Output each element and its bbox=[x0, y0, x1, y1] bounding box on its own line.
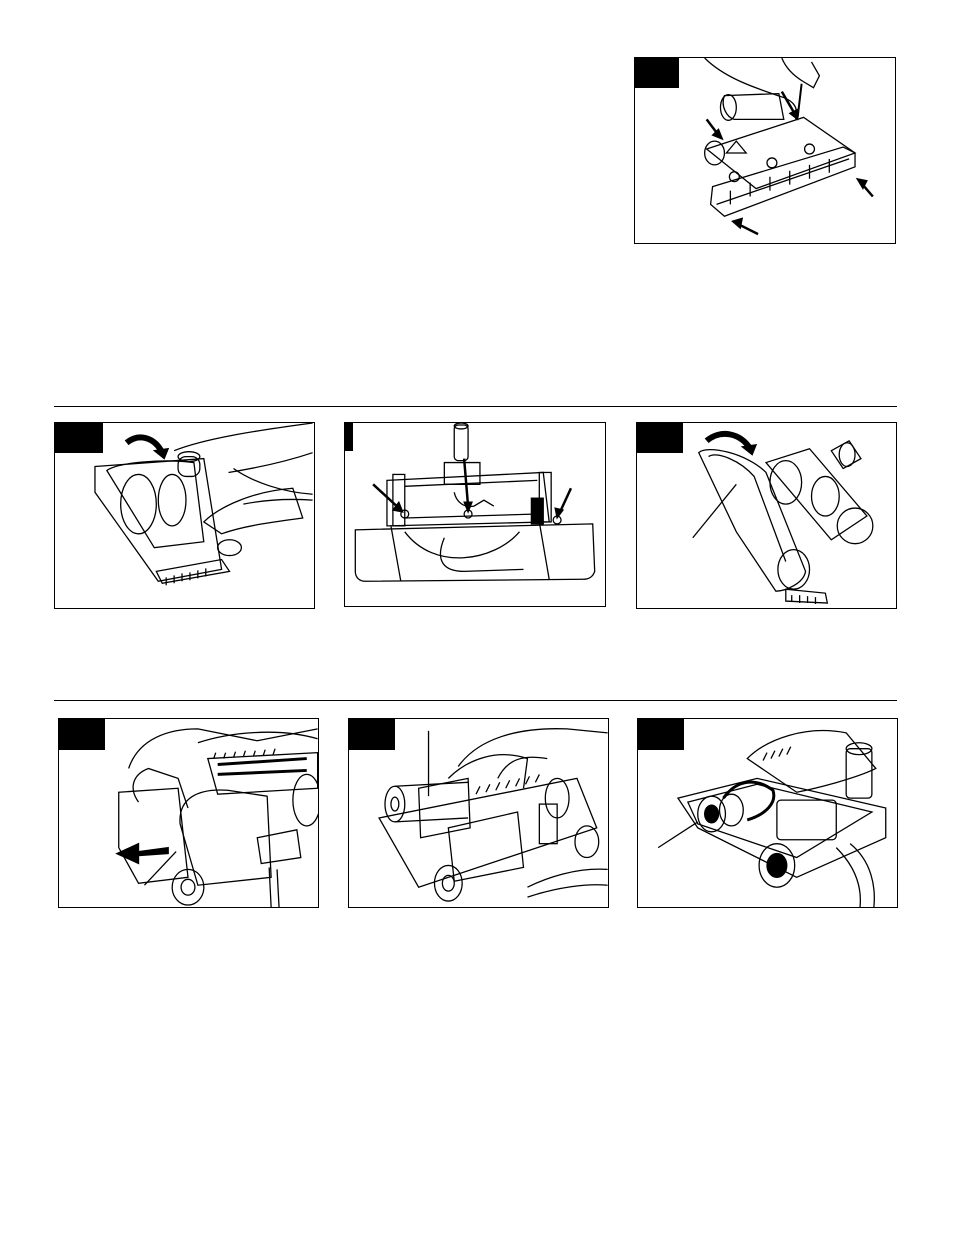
figure-screw-removal bbox=[634, 57, 896, 244]
pulling-brushroll-out-illustration bbox=[59, 719, 318, 907]
figure-lift-brushroll bbox=[348, 718, 609, 908]
installing-belt-on-pulley-illustration bbox=[638, 719, 897, 907]
section-divider bbox=[54, 406, 897, 407]
hand-lifting-hood-illustration bbox=[55, 423, 314, 608]
section-divider bbox=[54, 700, 897, 701]
figure-remove-hood bbox=[636, 422, 897, 609]
figure-lift-cover bbox=[54, 422, 315, 609]
figure-base-screws bbox=[344, 422, 606, 607]
screwdriver-removing-base-screws-illustration bbox=[635, 58, 895, 243]
nozzle-base-screws-illustration bbox=[345, 423, 605, 606]
lifting-hood-off-illustration bbox=[637, 423, 896, 608]
lifting-brushroll-illustration bbox=[349, 719, 608, 907]
figure-install-belt bbox=[637, 718, 898, 908]
figure-pull-brushroll bbox=[58, 718, 319, 908]
